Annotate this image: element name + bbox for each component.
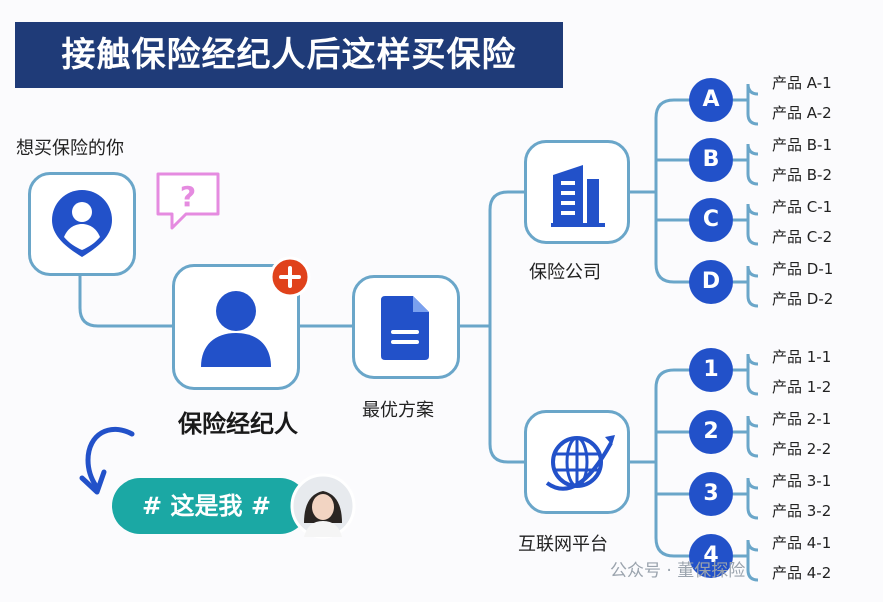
document-icon: [381, 296, 429, 360]
you-label: 想买保险的你: [16, 138, 124, 159]
plan-node: [352, 275, 460, 379]
product-3-2: 产品 3-2: [772, 502, 832, 520]
product-4-2: 产品 4-2: [772, 564, 832, 582]
plan-label: 最优方案: [362, 400, 434, 421]
you-node: [28, 172, 136, 276]
product-bracket: [733, 143, 759, 186]
question-bubble-icon: ?: [156, 172, 220, 230]
product-bracket: [733, 539, 759, 582]
this-is-me-tag: # 这是我 #: [112, 478, 308, 534]
person-icon: [201, 291, 271, 367]
curved-arrow-icon: [79, 426, 135, 495]
platform-label: 互联网平台: [518, 534, 608, 555]
product-a-2: 产品 A-2: [772, 104, 832, 122]
company-node: [524, 140, 630, 244]
avatar: [290, 473, 356, 539]
product-b-1: 产品 B-1: [772, 136, 833, 154]
company-c-circle: C: [689, 198, 733, 242]
platform-2-circle: 2: [689, 410, 733, 454]
watermark: 公众号 · 董保探险: [610, 561, 746, 581]
user-location-icon: [52, 190, 112, 257]
product-3-1: 产品 3-1: [772, 472, 832, 490]
company-label: 保险公司: [529, 262, 601, 283]
platform-1-circle: 1: [689, 348, 733, 392]
product-c-1: 产品 C-1: [772, 198, 833, 216]
platform-4-circle: 4: [689, 534, 733, 578]
globe-icon: [545, 435, 615, 491]
product-b-2: 产品 B-2: [772, 166, 833, 184]
product-bracket: [733, 477, 759, 520]
product-bracket: [733, 353, 759, 396]
company-d-circle: D: [689, 260, 733, 304]
product-4-1: 产品 4-1: [772, 534, 832, 552]
product-a-1: 产品 A-1: [772, 74, 832, 92]
product-bracket: [733, 83, 759, 126]
broker-label: 保险经纪人: [178, 410, 298, 438]
product-c-2: 产品 C-2: [772, 228, 833, 246]
plus-badge-icon: [269, 256, 311, 298]
platform-node: [524, 410, 630, 514]
building-icon: [551, 165, 605, 227]
product-bracket: [733, 203, 759, 246]
company-a-circle: A: [689, 78, 733, 122]
company-b-circle: B: [689, 138, 733, 182]
product-1-2: 产品 1-2: [772, 378, 832, 396]
platform-3-circle: 3: [689, 472, 733, 516]
product-d-2: 产品 D-2: [772, 290, 834, 308]
product-2-2: 产品 2-2: [772, 440, 832, 458]
product-bracket: [733, 415, 759, 458]
product-1-1: 产品 1-1: [772, 348, 832, 366]
product-bracket: [733, 265, 759, 308]
product-d-1: 产品 D-1: [772, 260, 834, 278]
svg-text:?: ?: [180, 180, 196, 213]
title-bar: [15, 22, 563, 88]
page-title: 接触保险经纪人后这样买保险: [61, 35, 517, 75]
product-2-1: 产品 2-1: [772, 410, 832, 428]
